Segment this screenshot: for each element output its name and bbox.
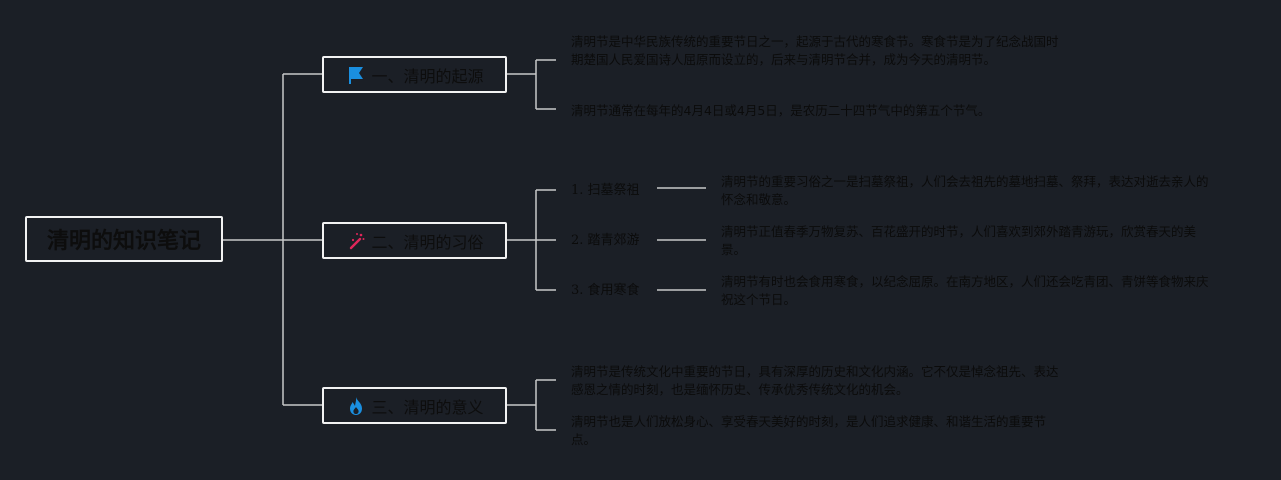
root-node[interactable]: 清明的知识笔记: [25, 216, 223, 262]
meaning-note-2: 清明节也是人们放松身心、享受春天美好的时刻，是人们追求健康、和谐生活的重要节点。: [571, 414, 1047, 447]
flag-icon: [345, 64, 367, 86]
custom-note-3: 清明节有时也会食用寒食，以纪念屈原。在南方地区，人们还会吃青团、青饼等食物来庆祝…: [721, 274, 1209, 307]
branch-meaning-label: 三、清明的意义: [371, 397, 484, 417]
custom-item-2[interactable]: 2. 踏青郊游: [571, 233, 640, 248]
origin-note-2: 清明节通常在每年的4月4日或4月5日，是农历二十四节气中的第五个节气。: [571, 103, 991, 118]
meaning-note-1: 清明节是传统文化中重要的节日，具有深厚的历史和文化内涵。它不仅是悼念祖先、表达感…: [571, 364, 1059, 397]
custom-note-1: 清明节的重要习俗之一是扫墓祭祖，人们会去祖先的墓地扫墓、祭拜，表达对逝去亲人的怀…: [721, 174, 1209, 207]
flame-icon: [345, 395, 367, 417]
branch-meaning[interactable]: 三、清明的意义: [322, 387, 507, 424]
branch-origin-label: 一、清明的起源: [371, 66, 484, 86]
origin-note-1: 清明节是中华民族传统的重要节日之一，起源于古代的寒食节。寒食节是为了纪念战国时期…: [571, 34, 1059, 67]
root-title: 清明的知识笔记: [46, 229, 201, 254]
branch-customs[interactable]: 二、清明的习俗: [322, 222, 507, 259]
branch-origin[interactable]: 一、清明的起源: [322, 56, 507, 93]
branch-customs-label: 二、清明的习俗: [371, 232, 484, 252]
custom-item-1[interactable]: 1. 扫墓祭祖: [571, 183, 640, 198]
custom-item-3[interactable]: 3. 食用寒食: [571, 283, 640, 298]
magic-wand-icon: [345, 230, 367, 252]
custom-note-2: 清明节正值春季万物复苏、百花盛开的时节，人们喜欢到郊外踏青游玩，欣赏春天的美景。: [721, 224, 1197, 257]
